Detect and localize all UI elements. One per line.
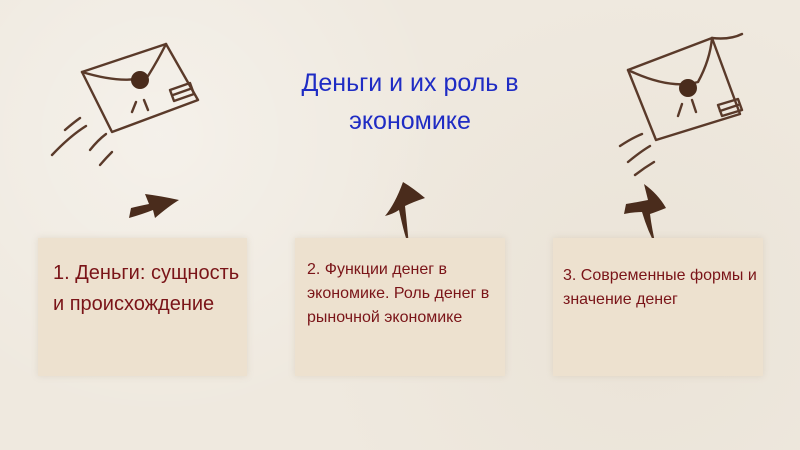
topic-card-1: 1. Деньги: сущность и происхождение [38, 238, 247, 376]
envelope-icon-right [618, 32, 744, 177]
topic-card-2: 2. Функции денег в экономике. Роль денег… [295, 238, 505, 376]
envelope-icon-left [50, 42, 200, 167]
slide-title: Деньги и их роль в экономике [301, 69, 519, 135]
wax-seal-icon [131, 71, 149, 89]
arrow-icon-2 [385, 182, 425, 246]
wax-seal-icon [679, 79, 697, 97]
topic-card-3: 3. Современные формы и значение денег [553, 238, 763, 376]
arrow-icon-1 [129, 194, 179, 218]
topic-card-label: 1. Деньги: сущность и происхождение [53, 262, 240, 315]
arrow-icon-3 [624, 184, 666, 246]
topic-card-label: 3. Современные формы и значение денег [563, 267, 757, 308]
topic-card-label: 2. Функции денег в экономике. Роль денег… [307, 261, 490, 326]
